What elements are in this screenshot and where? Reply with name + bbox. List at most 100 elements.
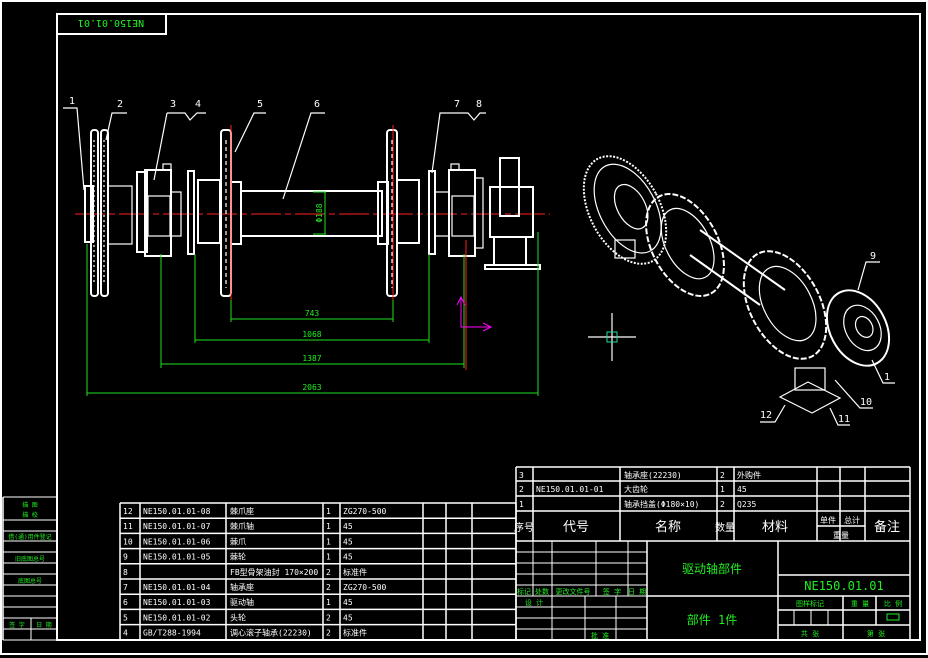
header-no: 序号	[514, 521, 534, 534]
bom-cell: NE150.01.01-01	[536, 485, 604, 494]
bom-cell: 棘爪	[230, 537, 246, 546]
drawing-mark-label: 图样标记	[796, 599, 824, 608]
part-label-12: 12	[760, 410, 772, 421]
part-label-1: 1	[69, 96, 75, 107]
strip-label-6: 日 期	[36, 621, 52, 629]
bom-cell: 1	[326, 507, 331, 516]
bom-cell: 2	[326, 629, 331, 638]
bom-cell: 轴承挡盖(Φ180×10)	[624, 499, 699, 509]
bom-cell: 45	[737, 485, 747, 494]
part-label-10: 10	[860, 397, 872, 408]
bom-cell: NE150.01.01-05	[143, 553, 211, 562]
bom-row: 11 NE150.01.01-07 棘爪轴 1 45	[123, 521, 353, 531]
approve-label: 批 准	[591, 631, 609, 640]
bom-cell: 11	[123, 522, 133, 531]
bom-cell: 9	[123, 553, 128, 562]
part-label-4: 4	[195, 99, 201, 110]
bom-cell: 2	[326, 613, 331, 622]
bom-cell: 4	[123, 629, 128, 638]
bom-cell: 6	[123, 598, 128, 607]
bom-cell: NE150.01.01-06	[143, 537, 211, 546]
bom-cell: 2	[519, 485, 524, 494]
strip-label-5: 签 字	[9, 621, 25, 629]
bom-cell: 棘爪轴	[230, 521, 254, 531]
front-view	[75, 125, 550, 370]
bom-cell: 1	[720, 485, 725, 494]
bom-cell: ZG270-500	[343, 507, 387, 516]
bom-cell: NE150.01.01-08	[143, 507, 211, 516]
revision-label-1: 处数	[535, 587, 549, 596]
header-qty: 数量	[715, 521, 735, 534]
bom-cell: 轴承座	[230, 582, 254, 592]
bom-cell: 外购件	[737, 470, 761, 480]
header-remark: 备注	[874, 519, 900, 535]
part-label-6: 6	[314, 99, 320, 110]
bom-cell: 头轮	[230, 612, 246, 622]
bom-row: 3 轴承座(22230) 2 外购件	[519, 470, 761, 480]
bom-cell: 8	[123, 568, 128, 577]
header-material: 材料	[762, 520, 788, 535]
bom-cell: 标准件	[343, 567, 367, 577]
bom-cell: NE150.01.01-07	[143, 522, 211, 531]
ucs-icon	[456, 295, 493, 332]
bom-cell: 轴承座(22230)	[624, 470, 682, 480]
bom-cell: 1	[326, 598, 331, 607]
scale-box	[886, 613, 900, 621]
mirrored-drawing-number: NE150.01.01	[78, 17, 144, 28]
bom-cell: 标准件	[343, 628, 367, 638]
bom-cell: 3	[519, 471, 524, 480]
scale-label: 比 例	[884, 599, 902, 608]
drawing-number: NE150.01.01	[804, 579, 883, 593]
part-label-8: 8	[476, 99, 482, 110]
bom-cell: NE150.01.01-02	[143, 613, 211, 622]
bom-cell: 45	[343, 522, 353, 531]
bom-cell: 1	[326, 522, 331, 531]
bom-cell: 棘爪座	[230, 506, 254, 516]
part-name: 驱动轴部件	[682, 561, 742, 576]
dim-1068: 1068	[302, 330, 321, 339]
part-count: 部件 1件	[687, 612, 737, 627]
part-label-2: 2	[117, 99, 123, 110]
mirrored-title-box	[56, 13, 167, 35]
sheets-total: 共 张	[801, 629, 819, 638]
part-label-11: 11	[838, 414, 850, 425]
header-name: 名称	[655, 519, 681, 535]
strip-label-3: 旧底图总号	[15, 555, 45, 563]
revision-label-4: 日 期	[628, 588, 646, 596]
part-label-7: 7	[454, 99, 460, 110]
bom-cell: 2	[720, 471, 725, 480]
bom-cell: 12	[123, 507, 133, 516]
sheet-number: 第 张	[867, 629, 885, 638]
bom-cell: GB/T288-1994	[143, 629, 201, 638]
bom-cell: 45	[343, 598, 353, 607]
header-total: 总计	[844, 515, 860, 525]
part-label-9: 9	[870, 251, 876, 262]
strip-label-1: 描 校	[22, 511, 38, 519]
bom-cell: 7	[123, 583, 128, 592]
bom-cell: Q235	[737, 500, 756, 509]
bom-cell: 45	[343, 537, 353, 546]
bom-cell: 5	[123, 613, 128, 622]
revision-label-2: 更改文件号	[556, 587, 591, 596]
header-weight: 重量	[833, 530, 849, 540]
bom-cell: 45	[343, 613, 353, 622]
strip-label-4: 底图总号	[18, 577, 42, 585]
iso-leaders	[760, 261, 895, 426]
bom-cell: 调心滚子轴承(22230)	[230, 628, 312, 638]
bom-cell: ZG270-500	[343, 583, 387, 592]
crosshair-cursor-icon[interactable]	[588, 313, 636, 361]
left-revision-strip: 描 图描 校借(通)用件登记旧底图总号底图总号签 字日 期	[2, 496, 58, 641]
bom-row: 12 NE150.01.01-08 棘爪座 1 ZG270-500	[123, 506, 387, 516]
dim-743: 743	[305, 309, 320, 318]
bom-cell: 1	[519, 500, 524, 509]
